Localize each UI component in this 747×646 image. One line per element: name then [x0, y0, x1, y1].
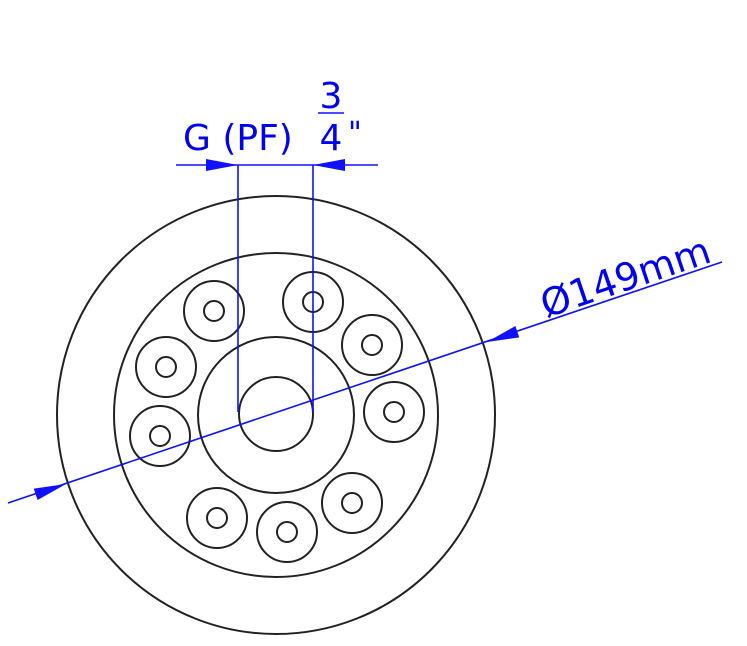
- inner-hub: [197, 336, 355, 494]
- nozzle: [135, 336, 197, 398]
- nozzle-group: [129, 271, 425, 563]
- diameter-label: Ø149mm: [535, 228, 716, 326]
- arrow-in-icon: [487, 326, 520, 342]
- thread-prefix: G (PF): [183, 118, 293, 159]
- nozzle: [363, 381, 425, 443]
- nozzle-ring: [113, 252, 439, 578]
- nozzle: [321, 472, 383, 534]
- thread-denominator: 4: [320, 118, 343, 159]
- outer-rim: [56, 195, 496, 635]
- diameter-line: [7, 261, 723, 504]
- nozzle-orifice: [206, 507, 228, 529]
- nozzle-orifice: [155, 356, 177, 378]
- nozzle-orifice: [341, 492, 363, 514]
- nozzle: [129, 405, 191, 467]
- thread-numerator: 3: [320, 76, 343, 117]
- nozzle: [186, 487, 248, 549]
- nozzle: [256, 501, 318, 563]
- nozzle-orifice: [383, 401, 405, 423]
- center-thread-hole: [238, 376, 314, 452]
- arrow-right-icon: [206, 159, 238, 171]
- part-outline: [56, 195, 496, 635]
- diameter-dimension: Ø149mm: [7, 228, 723, 504]
- nozzle-orifice: [361, 334, 383, 356]
- nozzle: [183, 280, 245, 342]
- nozzle-orifice: [203, 300, 225, 322]
- thread-dimension: G (PF) 3 4 ": [176, 76, 378, 412]
- inch-mark: ": [348, 116, 362, 151]
- nozzle: [341, 314, 403, 376]
- arrow-in-icon: [33, 484, 66, 500]
- nozzle-orifice: [149, 425, 171, 447]
- nozzle-orifice: [276, 521, 298, 543]
- arrow-left-icon: [313, 159, 345, 171]
